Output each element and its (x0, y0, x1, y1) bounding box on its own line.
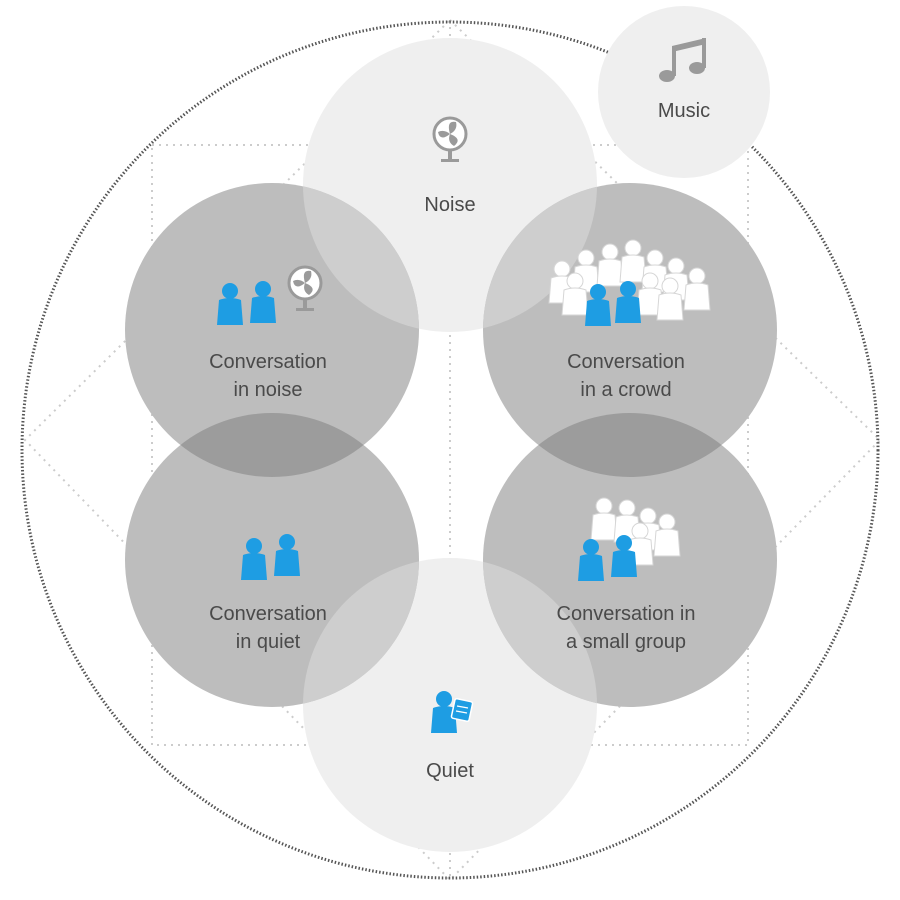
circle-music (598, 6, 770, 178)
label-noise: Noise (424, 194, 476, 216)
label-music: Music (657, 100, 711, 122)
label-conversation-in-a-crowd: Conversation in a crowd (567, 351, 685, 401)
person-reading-icon (431, 691, 474, 733)
label-conversation-in-quiet: Conversation in quiet (209, 603, 327, 653)
overlap-quiet (303, 558, 597, 707)
outer-ring (20, 20, 880, 880)
music-note-icon (659, 38, 706, 82)
overlap-noise (303, 183, 597, 332)
label-conversation-small-group: Conversation in a small group (556, 603, 696, 653)
label-quiet: Quiet (426, 760, 474, 782)
label-conversation-in-noise: Conversation in noise (209, 351, 327, 401)
